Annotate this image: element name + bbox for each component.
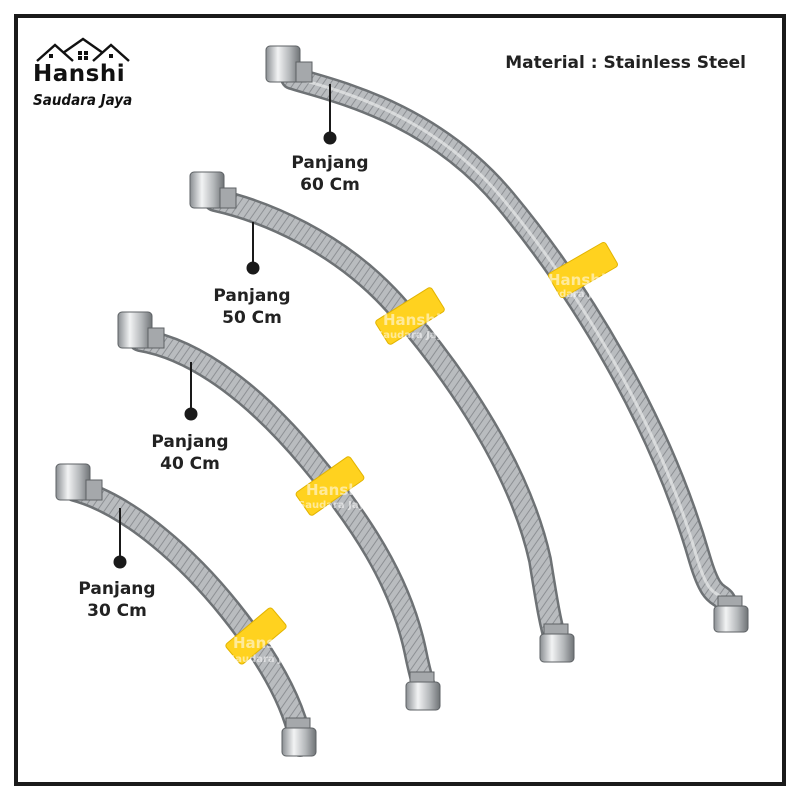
label-length: 30 Cm	[87, 601, 147, 621]
hose-50cm	[189, 171, 575, 663]
watermark: Hanshi Saudara Jaya Hanshi Saudara Jaya …	[228, 271, 612, 665]
hose-label-30: Panjang 30 Cm	[77, 578, 157, 622]
brand-name: Hanshi	[33, 61, 126, 87]
watermark-subtitle: Saudara Jaya	[376, 330, 450, 341]
brand-subtitle: Saudara Jaya	[33, 91, 133, 109]
hose-label-50: Panjang 50 Cm	[212, 285, 292, 329]
hose-30cm	[55, 463, 317, 757]
yellow-tag	[225, 607, 287, 665]
label-length: 60 Cm	[300, 175, 360, 195]
watermark-subtitle: Saudara Jaya	[298, 500, 372, 511]
hose-label-40: Panjang 40 Cm	[150, 431, 230, 475]
hex-nut-top	[117, 311, 165, 349]
watermark-name: Hanshi	[383, 311, 441, 329]
hose-label-60: Panjang 60 Cm	[290, 152, 370, 196]
watermark-name: Hanshi	[306, 481, 364, 499]
hose-60cm	[265, 45, 749, 633]
watermark-name: Hanshi	[233, 634, 291, 652]
hex-nut-top	[55, 463, 103, 501]
label-title: Panjang	[151, 432, 229, 452]
label-length: 40 Cm	[160, 454, 220, 474]
label-title: Panjang	[291, 153, 369, 173]
yellow-tag	[375, 287, 445, 345]
product-frame	[14, 14, 786, 786]
watermark-subtitle: Saudara Jaya	[538, 289, 612, 300]
yellow-tag	[548, 241, 618, 299]
hex-nut-bottom	[713, 595, 749, 633]
label-length: 50 Cm	[222, 308, 282, 328]
hex-nut-top	[265, 45, 313, 83]
label-title: Panjang	[78, 579, 156, 599]
hose-40cm	[117, 311, 441, 711]
hex-nut-bottom	[539, 623, 575, 663]
hex-nut-bottom	[281, 717, 317, 757]
label-title: Panjang	[213, 286, 291, 306]
yellow-tag	[295, 456, 365, 516]
watermark-name: Hanshi	[548, 271, 606, 289]
material-caption: Material : Stainless Steel	[505, 53, 746, 73]
hex-nut-top	[189, 171, 237, 209]
watermark-subtitle: Saudara Jaya	[228, 654, 302, 665]
brand-logo: Hanshi Saudara Jaya	[33, 37, 163, 117]
pointers	[113, 84, 337, 569]
houses-icon	[36, 37, 130, 62]
hex-nut-bottom	[405, 671, 441, 711]
